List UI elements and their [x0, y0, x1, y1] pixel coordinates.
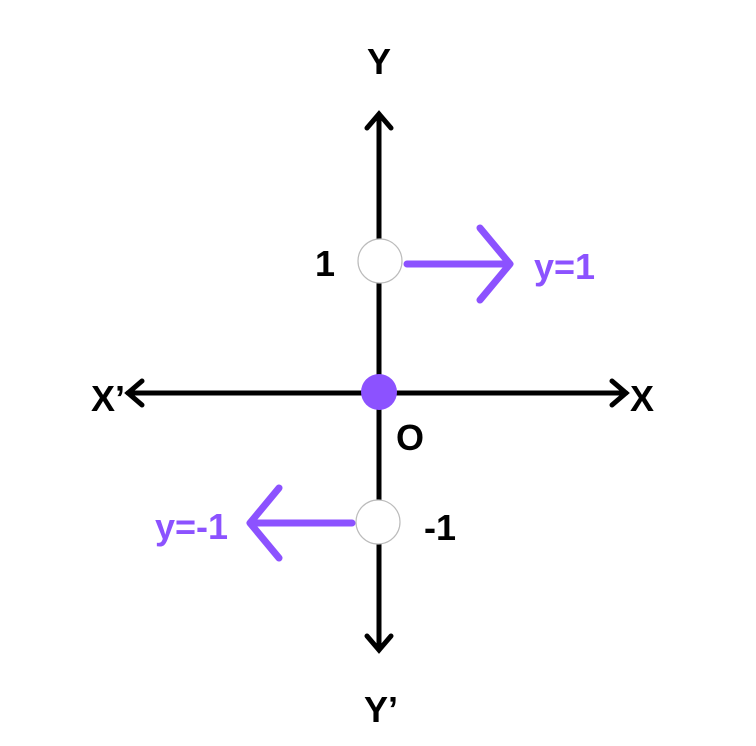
- y-axis-label: Y: [367, 41, 391, 82]
- line-label-y1: y=1: [534, 246, 595, 287]
- x-axis-arrow-right: [609, 378, 630, 408]
- arrow-y1-head: [476, 224, 514, 304]
- x-axis-arrow-left: [124, 378, 145, 408]
- x-axis-label: X: [630, 378, 654, 419]
- open-point-y1: [357, 238, 403, 284]
- tick-label-neg1: -1: [424, 507, 456, 548]
- open-point-yneg1: [355, 499, 401, 545]
- origin-point: [361, 374, 397, 410]
- y-axis-arrow-up: [364, 110, 394, 131]
- x-axis-neg-label: X’: [91, 378, 125, 419]
- y-axis-neg-label: Y’: [364, 689, 398, 730]
- y-axis-arrow-down: [364, 633, 394, 654]
- line-label-yneg1: y=-1: [155, 506, 228, 547]
- arrow-yneg1-head: [246, 484, 283, 562]
- tick-label-1: 1: [315, 243, 335, 284]
- origin-label: O: [396, 417, 424, 458]
